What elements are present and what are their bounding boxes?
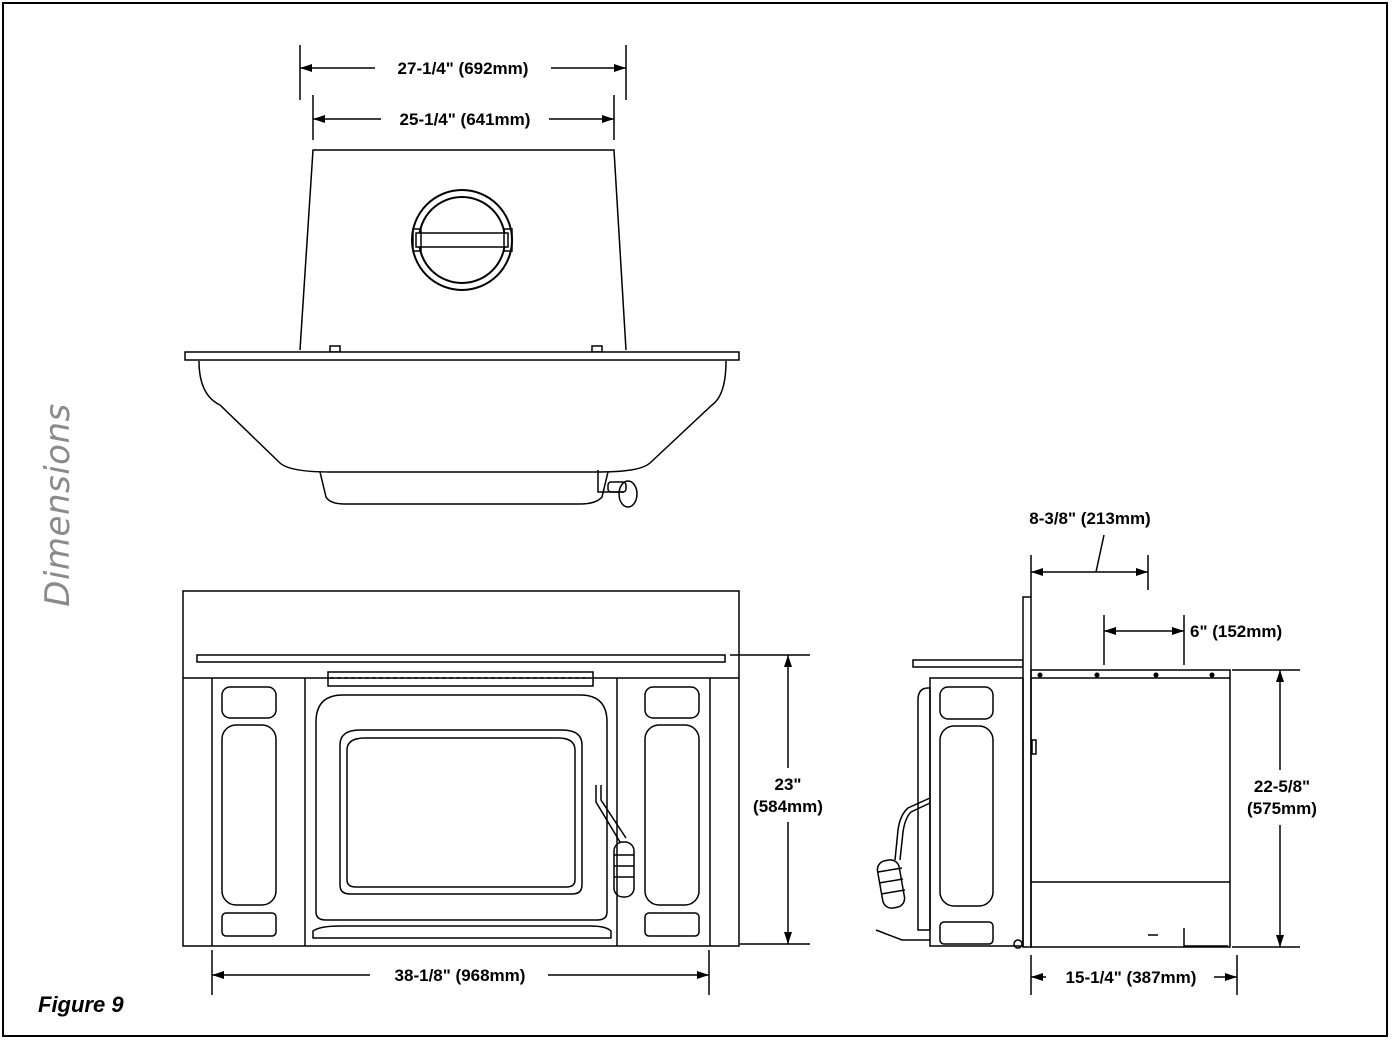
front-height-mm-label: (584mm) [753, 797, 823, 816]
front-width-label: 38-1/8" (968mm) [395, 966, 526, 985]
top-view [184, 45, 740, 508]
side-height-in-label: 22-5/8" [1254, 777, 1310, 796]
front-view-dimensions [211, 654, 810, 995]
side-depth-label: 15-1/4" (387mm) [1066, 968, 1197, 987]
side-offset-label: 6" (152mm) [1190, 622, 1282, 641]
side-height-mm-label: (575mm) [1247, 799, 1317, 818]
front-height-in-label: 23" [775, 775, 802, 794]
figure-caption: Figure 9 [38, 992, 124, 1017]
side-top-depth-label: 8-3/8" (213mm) [1029, 509, 1150, 528]
top-inner-width-label: 25-1/4" (641mm) [400, 110, 531, 129]
front-view [182, 590, 740, 947]
top-outer-width-label: 27-1/4" (692mm) [398, 59, 529, 78]
side-view-dimensions [1030, 534, 1300, 995]
top-view-dimensions [300, 64, 626, 123]
side-view [875, 596, 1231, 949]
